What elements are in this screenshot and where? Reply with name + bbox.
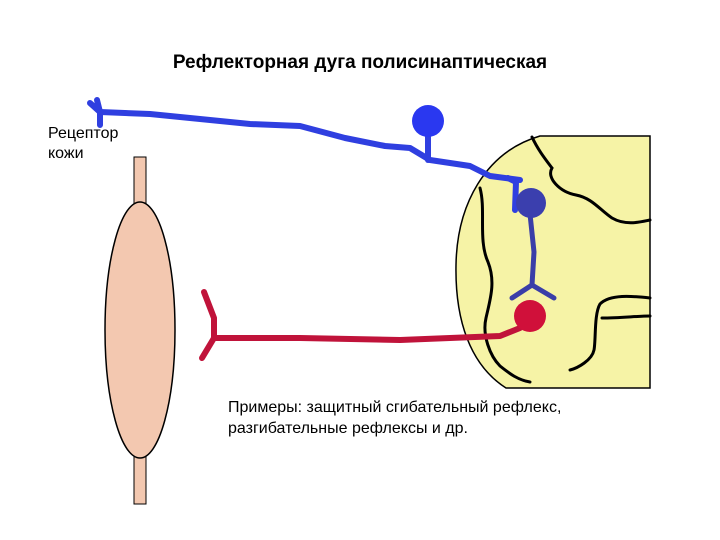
motor-neuron-terminal [199,289,217,361]
sensory-neuron-axon [97,109,523,183]
motor-neuron-axon [211,325,523,343]
muscle-tendon-top [133,156,147,206]
sensory-neuron-soma [412,105,444,137]
examples-line-2: разгибательные рефлексы и др. [228,420,468,437]
gray-matter-outline [478,135,652,384]
interneuron-terminal [509,282,557,301]
receptor-label-line-2: кожи [48,145,84,162]
examples-line-1: Примеры: защитный сгибательный рефлекс, [228,399,562,416]
motor-neuron [199,289,523,361]
muscle-tendon-bottom [133,455,147,505]
examples-caption: Примеры: защитный сгибательный рефлекс, … [228,397,561,439]
motor-neuron-soma [514,300,546,332]
receptor-label: Рецептор кожи [48,124,118,164]
muscle [104,156,176,505]
receptor-label-line-1: Рецептор [48,125,119,142]
interneuron-axon [527,211,537,288]
sensory-neuron-terminal [505,175,519,213]
muscle-belly [104,201,176,459]
interneuron [509,211,557,301]
interneuron-soma [516,188,546,218]
spinal-cord-section [455,135,651,389]
diagram-title: Рефлекторная дуга полисинаптическая [172,52,548,73]
sensory-neuron [87,97,523,213]
